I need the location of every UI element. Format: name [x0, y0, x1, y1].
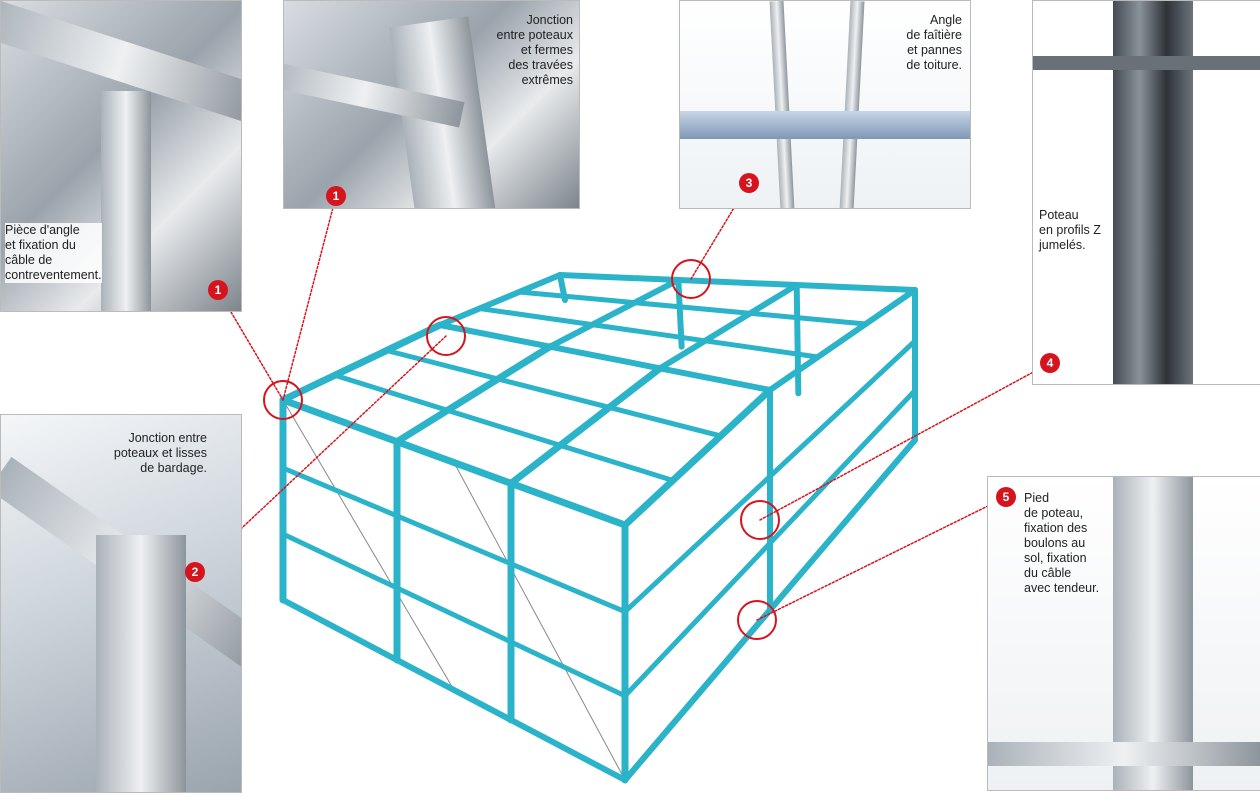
rafter	[657, 282, 800, 372]
marker-4: 4	[1040, 353, 1060, 373]
callout-text-truss: Jonction entre poteaux et fermes des tra…	[496, 13, 573, 87]
callout-text-ridge: Angle de faîtière et pannes de toiture.	[906, 13, 962, 72]
marker-2: 2	[185, 562, 205, 582]
base-rail	[280, 597, 628, 783]
leader-line	[282, 195, 337, 401]
marker-5: 5	[996, 487, 1016, 507]
callout-text-corner: Pièce d'angle et fixation du câble de co…	[5, 223, 102, 283]
detail-highlight-circle	[740, 500, 780, 540]
rafter	[437, 272, 563, 328]
photo-ridge-angle: Angle de faîtière et pannes de toiture.	[679, 0, 971, 209]
purlin	[332, 372, 676, 483]
purlin	[516, 289, 869, 327]
photo-twin-z-post: Poteau en profils Z jumelés.	[1032, 0, 1260, 385]
rafter	[279, 321, 444, 404]
detail-highlight-circle	[263, 380, 303, 420]
rafter	[621, 386, 774, 529]
leader-line	[194, 335, 447, 573]
detail-highlight-circle	[737, 600, 777, 640]
marker-1-corner: 1	[208, 280, 228, 300]
rafter	[393, 343, 554, 446]
eave-beam	[557, 272, 918, 293]
marker-1-truss: 1	[326, 186, 346, 206]
purlin	[384, 348, 724, 439]
cladding-rail	[280, 531, 628, 699]
eave-beam	[279, 396, 629, 529]
rafter	[507, 364, 664, 487]
cladding-rail	[280, 465, 628, 615]
leader-line	[756, 496, 1007, 621]
bracing-cable	[282, 399, 455, 691]
photo-post-truss-junction: Jonction entre poteaux et fermes des tra…	[283, 0, 580, 209]
leader-line	[759, 362, 1051, 521]
callout-text-foot: Pied de poteau, fixation des boulons au …	[1024, 491, 1100, 595]
rafter	[547, 277, 682, 350]
callout-text-post: Poteau en profils Z jumelés.	[1039, 208, 1101, 252]
column	[793, 282, 802, 397]
photo-corner-piece: Pièce d'angle et fixation du câble de co…	[0, 0, 242, 312]
rafter	[767, 287, 918, 393]
bracing-cable	[453, 462, 626, 781]
gable-column	[622, 607, 773, 783]
detail-highlight-circle	[426, 316, 466, 356]
photo-post-foot: Pied de poteau, fixation des boulons au …	[987, 476, 1260, 791]
purlin	[477, 306, 821, 360]
photo-cladding-rail-junction: Jonction entre poteaux et lisses de bard…	[0, 414, 242, 793]
callout-text-cladding: Jonction entre poteaux et lisses de bard…	[113, 431, 207, 475]
marker-3: 3	[739, 173, 759, 193]
detail-highlight-circle	[671, 259, 711, 299]
ridge-beam	[437, 322, 773, 393]
